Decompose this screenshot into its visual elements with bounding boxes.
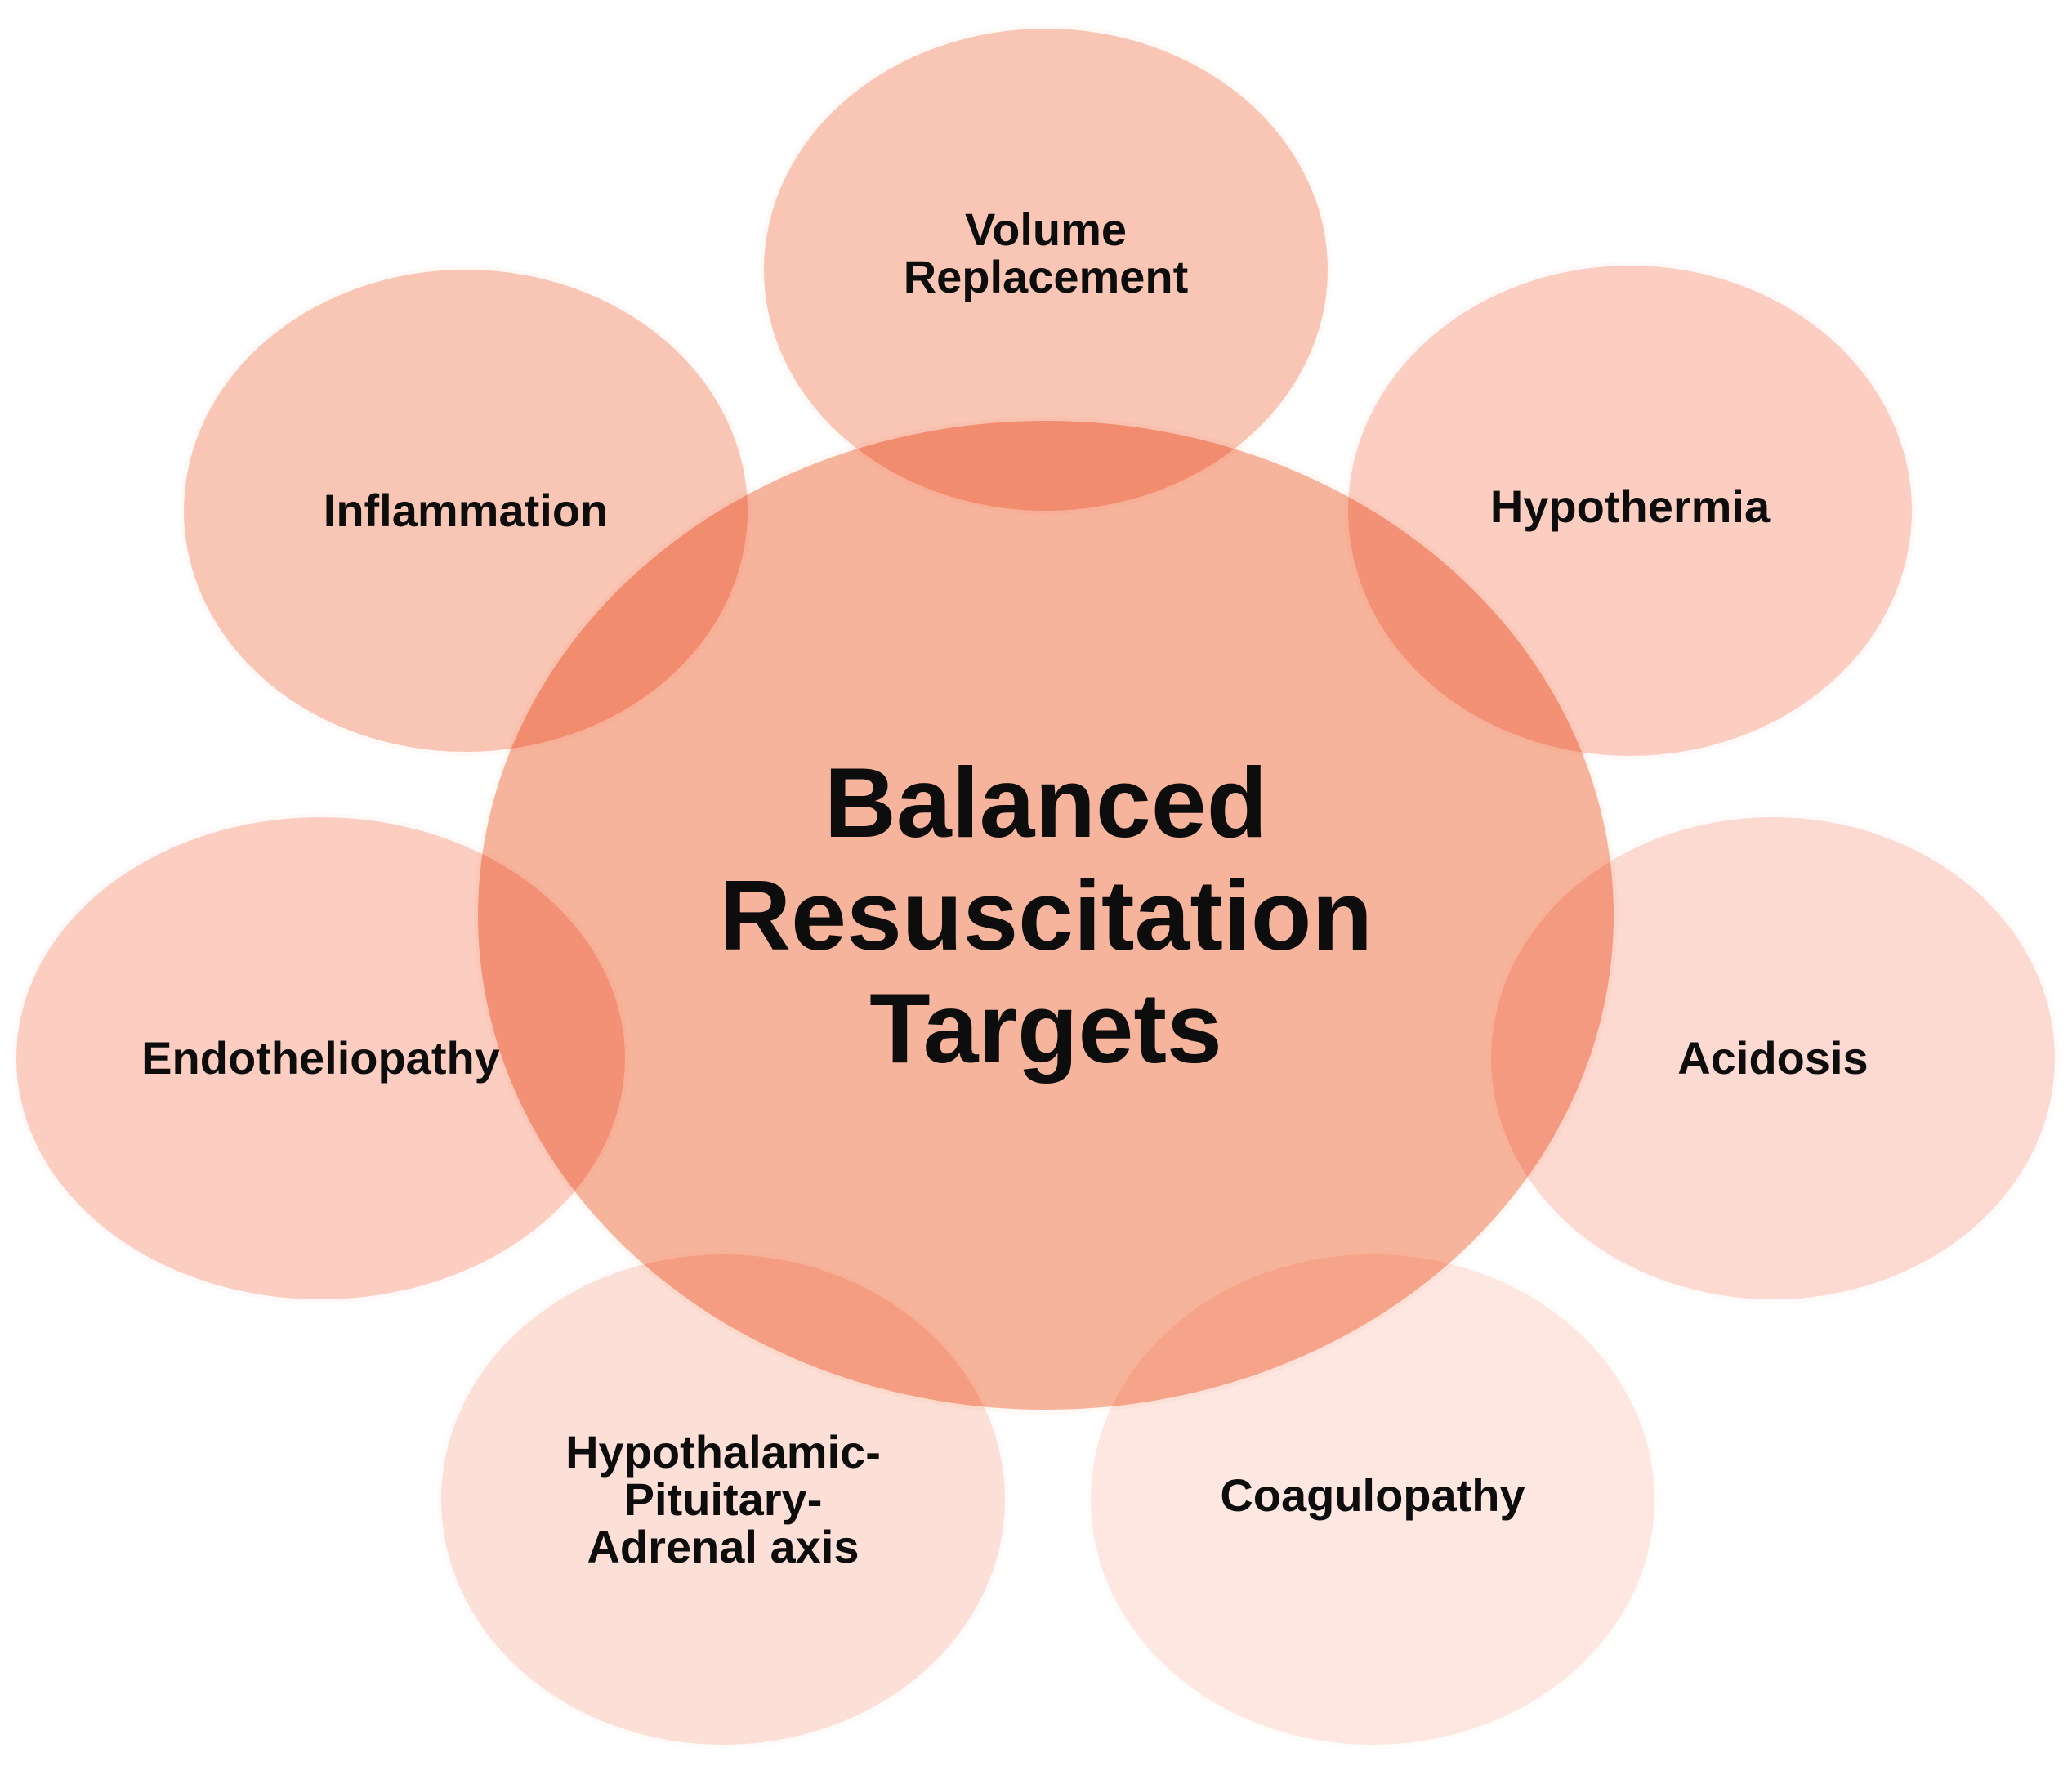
label-line: Hypothermia (1489, 481, 1771, 532)
center-label-line: Resuscitation (719, 860, 1373, 971)
hpa-axis-circle (437, 1250, 1009, 1749)
label-line: Coagulopathy (1220, 1469, 1525, 1521)
acidosis-circle (1487, 813, 2059, 1303)
inflammation-circle (180, 266, 752, 756)
label-line: Inflammation (323, 485, 609, 536)
endotheliopathy-circle (12, 813, 629, 1303)
coagulopathy-label: Coagulopathy (1087, 1463, 1659, 1528)
label-line: Volume (964, 203, 1128, 255)
label-line: Hypothalamic- (565, 1426, 881, 1478)
label-line: Endotheliopathy (141, 1032, 500, 1084)
center-label-line: Targets (869, 972, 1222, 1084)
label-line: Pituitary- (623, 1473, 823, 1525)
volume-replacement-label: Volume Replacement (760, 188, 1332, 319)
label-line: Replacement (903, 251, 1189, 302)
inflammation-label: Inflammation (180, 478, 752, 543)
hypothermia-label: Hypothermia (1344, 474, 1916, 539)
acidosis-label: Acidosis (1487, 1026, 2059, 1091)
coagulopathy-circle (1087, 1250, 1659, 1749)
hpa-axis-label: Hypothalamic- Pituitary- Adrenal axis (437, 1422, 1009, 1577)
endotheliopathy-label: Endotheliopathy (12, 1026, 629, 1091)
center-label: Balanced Resuscitation Targets (556, 719, 1536, 1111)
center-label-line: Balanced (824, 747, 1268, 858)
volume-replacement-circle (760, 25, 1332, 515)
label-line: Adrenal axis (587, 1521, 860, 1572)
label-line: Acidosis (1677, 1032, 1869, 1084)
hypothermia-circle (1344, 262, 1916, 760)
